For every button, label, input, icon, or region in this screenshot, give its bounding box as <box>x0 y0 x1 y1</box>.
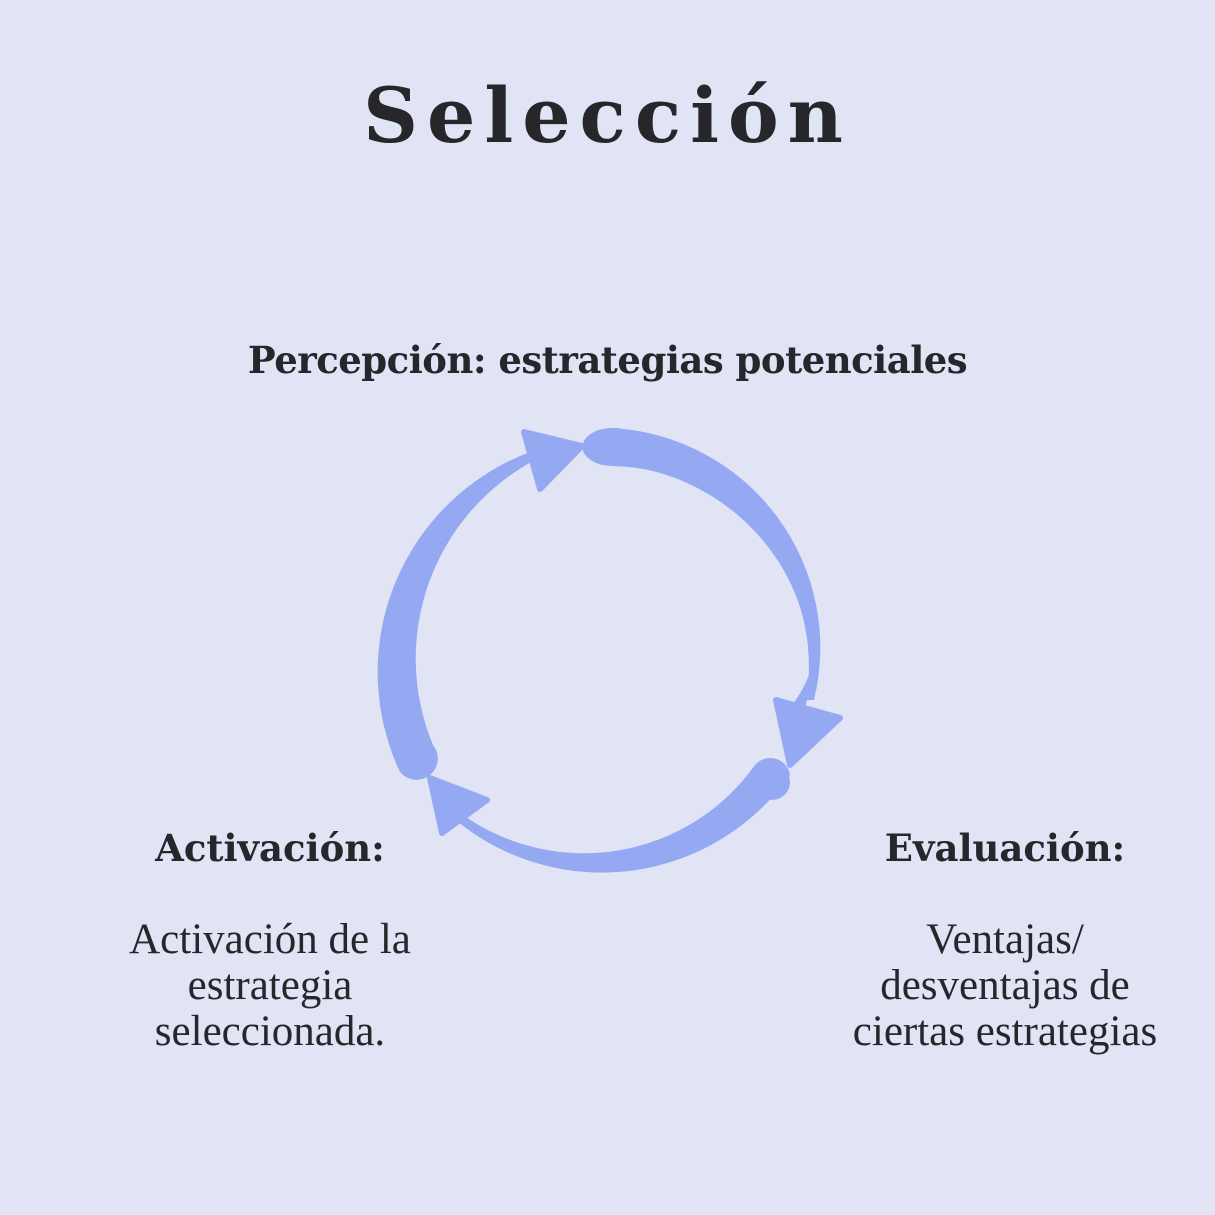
step-heading-evaluacion: Evaluación: <box>884 826 1126 870</box>
arrow-arc-left-band <box>377 452 535 780</box>
step-body-line: ciertas estrategias <box>852 1008 1158 1055</box>
arrow-arc-bottom-cap <box>754 764 790 800</box>
step-body-activacion: Activación de la estrategia seleccionada… <box>90 917 450 1055</box>
step-body-line: desventajas de <box>880 962 1130 1009</box>
arrow-arc-left-cap <box>396 739 432 775</box>
step-body-line: Activación de la <box>129 916 411 963</box>
page-title: Selección <box>363 71 852 160</box>
arrow-activacion-to-percepcion <box>377 429 585 780</box>
step-body-line: seleccionada. <box>154 1008 386 1055</box>
step-heading-activacion: Activación: <box>155 826 385 870</box>
arrow-arc-right-band <box>582 428 821 700</box>
arrow-percepcion-to-evaluacion <box>582 428 843 768</box>
arrow-evaluacion-to-activacion <box>427 757 790 873</box>
arrow-arc-right-cap <box>597 428 635 466</box>
arrow-head-right-icon <box>773 697 843 768</box>
arrow-arc-bottom-band <box>458 757 790 873</box>
step-body-line: Ventajas/ <box>926 916 1084 963</box>
arrow-head-bottom-icon <box>427 775 490 836</box>
arrow-head-left-icon <box>521 429 585 492</box>
step-heading-percepcion: Percepción: estrategias potenciales <box>247 338 968 382</box>
step-body-line: estrategia <box>187 962 353 1009</box>
step-body-evaluacion: Ventajas/ desventajas de ciertas estrate… <box>820 917 1190 1055</box>
